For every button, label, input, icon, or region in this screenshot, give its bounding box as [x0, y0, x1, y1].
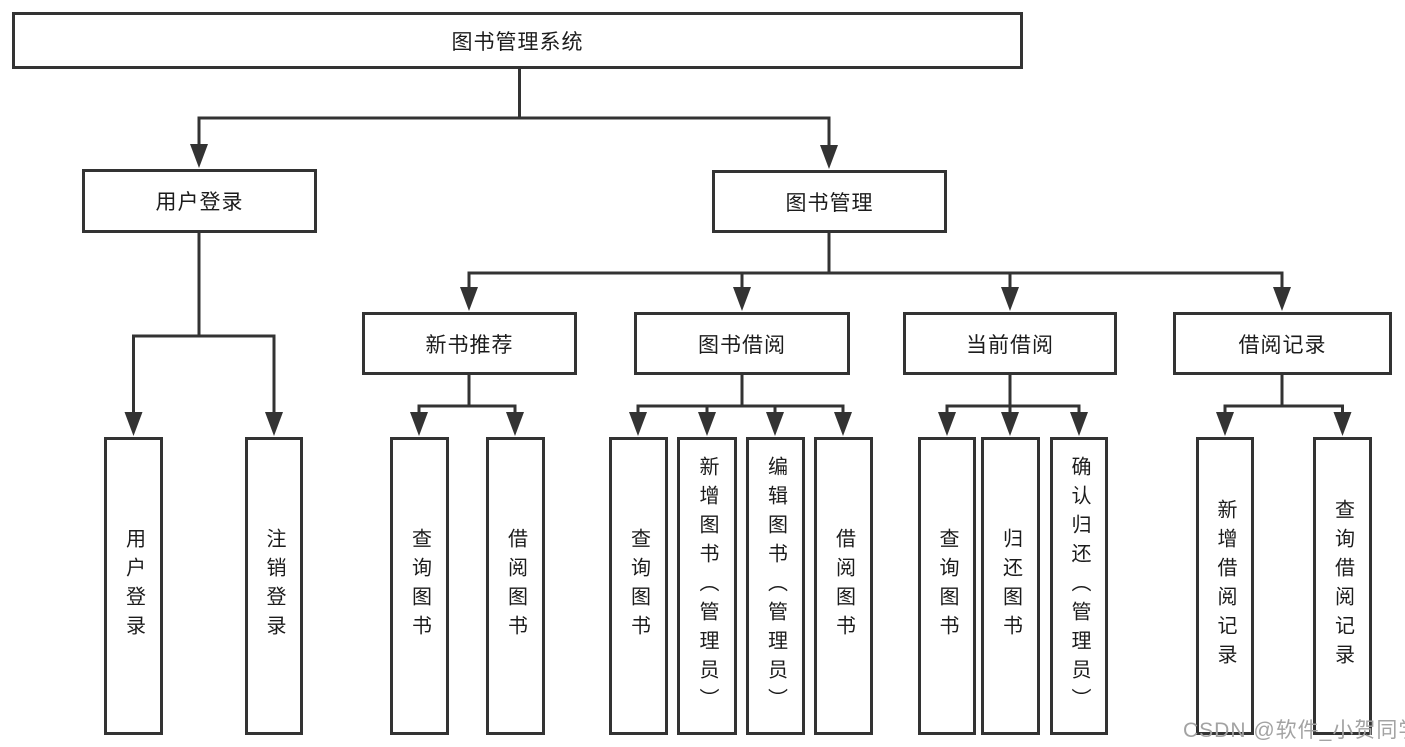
node-new-book-recommend: 新书推荐 — [362, 312, 577, 375]
node-label: 新书推荐 — [425, 333, 514, 357]
leaf-current-return-books: 归还图书 — [981, 437, 1040, 735]
node-label: 注销登录 — [263, 528, 285, 644]
leaf-borrowing-edit-books-admin: 编辑图书（管理员） — [746, 437, 805, 735]
node-label: 查询图书 — [936, 528, 958, 644]
node-label: 图书管理 — [785, 191, 874, 215]
node-label: 借阅图书 — [832, 528, 855, 644]
leaf-borrowing-add-books-admin: 新增图书（管理员） — [677, 437, 737, 735]
node-label: 用户登录 — [155, 191, 244, 214]
node-user-login-branch: 用户登录 — [82, 169, 317, 233]
node-label: 图书管理系统 — [451, 30, 584, 54]
csdn-watermark: CSDN @软件_小贺同学 — [1183, 719, 1405, 742]
leaf-records-add-record: 新增借阅记录 — [1196, 437, 1254, 735]
leaf-logout: 注销登录 — [245, 437, 303, 735]
arrowheads — [124, 144, 1352, 436]
leaf-current-query-books: 查询图书 — [918, 437, 976, 735]
node-borrowing-records: 借阅记录 — [1173, 312, 1392, 375]
node-label: 确认归还（管理员） — [1068, 455, 1090, 717]
node-label: 当前借阅 — [966, 333, 1054, 357]
leaf-records-query-record: 查询借阅记录 — [1313, 437, 1372, 735]
node-label: 借阅图书 — [504, 528, 527, 644]
node-label: 新增图书（管理员） — [696, 455, 718, 717]
leaf-borrowing-query-books: 查询图书 — [609, 437, 668, 735]
leaf-user-login: 用户登录 — [104, 437, 163, 735]
node-label: 归还图书 — [999, 528, 1022, 644]
leaf-recommend-borrow-books: 借阅图书 — [486, 437, 545, 735]
node-current-borrowing: 当前借阅 — [903, 312, 1117, 375]
node-label: 查询图书 — [408, 528, 431, 644]
node-label: 查询图书 — [627, 528, 650, 644]
node-book-management-branch: 图书管理 — [712, 170, 947, 233]
node-label: 用户登录 — [122, 528, 145, 644]
node-root-system: 图书管理系统 — [12, 12, 1023, 69]
node-label: 新增借阅记录 — [1214, 499, 1236, 673]
leaf-current-confirm-return-admin: 确认归还（管理员） — [1050, 437, 1108, 735]
node-label: 编辑图书（管理员） — [764, 455, 787, 717]
leaf-borrowing-borrow-books: 借阅图书 — [814, 437, 873, 735]
node-label: 查询借阅记录 — [1331, 499, 1354, 673]
leaf-recommend-query-books: 查询图书 — [390, 437, 449, 735]
node-book-borrowing: 图书借阅 — [634, 312, 850, 375]
node-label: 借阅记录 — [1238, 333, 1327, 357]
node-label: 图书借阅 — [698, 333, 786, 357]
